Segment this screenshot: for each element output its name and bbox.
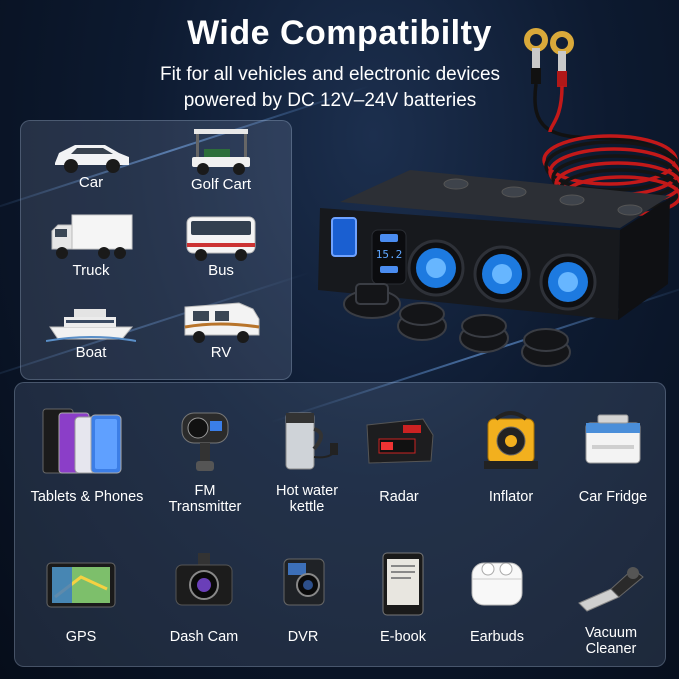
dvr-icon xyxy=(283,558,325,606)
device-label: Inflator xyxy=(488,489,534,505)
bus-icon xyxy=(186,216,256,261)
device-label: Dash Cam xyxy=(169,629,239,645)
vehicle-boat: Boat xyxy=(31,297,151,361)
vacuum-icon xyxy=(578,567,644,612)
car-icon xyxy=(55,145,129,173)
device-earbuds: Earbuds xyxy=(447,549,547,645)
device-radar: Radar xyxy=(349,405,449,505)
vehicles-panel: Car Golf Cart Truck Bus xyxy=(20,120,292,380)
vehicle-truck: Truck xyxy=(31,211,151,279)
car-charger-illustration: 15.2 xyxy=(318,28,679,367)
device-dvr: DVR xyxy=(253,549,353,645)
socket-1 xyxy=(407,239,465,297)
subtitle-line-1: Fit for all vehicles and electronic devi… xyxy=(159,64,501,85)
device-label-line: kettle xyxy=(289,499,325,515)
vehicle-label: Golf Cart xyxy=(190,176,251,193)
device-dash-cam: Dash Cam xyxy=(149,549,259,645)
vehicle-label: Boat xyxy=(75,344,107,361)
vehicle-label: RV xyxy=(210,344,232,361)
voltage-display: 15.2 xyxy=(376,248,403,261)
device-car-fridge: Car Fridge xyxy=(563,405,663,505)
rv-icon xyxy=(184,302,260,343)
ebook-icon xyxy=(382,552,424,616)
subtitle-line-2: powered by DC 12V–24V batteries xyxy=(183,90,477,111)
device-label-line: FM xyxy=(194,483,216,499)
boat-icon xyxy=(46,309,136,342)
page-subtitle: Fit for all vehicles and electronic devi… xyxy=(80,62,580,114)
device-label: Earbuds xyxy=(469,629,524,645)
truck-icon xyxy=(51,214,133,259)
device-label-line: Transmitter xyxy=(168,499,242,515)
radar-icon xyxy=(366,418,434,464)
vehicle-label: Truck xyxy=(72,262,110,279)
device-label: GPS xyxy=(65,629,97,645)
device-label-line: Vacuum xyxy=(584,625,638,641)
golf-cart-icon xyxy=(192,129,250,175)
device-label: Tablets & Phones xyxy=(30,489,144,505)
device-label: E-book xyxy=(380,629,426,645)
earbuds-icon xyxy=(471,562,523,606)
dash-cam-icon xyxy=(175,553,233,606)
device-label: DVR xyxy=(287,629,319,645)
device-label: Car Fridge xyxy=(578,489,648,505)
vehicle-label: Bus xyxy=(208,262,234,279)
socket-2 xyxy=(473,245,531,303)
tablets-phones-icon xyxy=(42,408,122,474)
car-fridge-icon xyxy=(585,414,641,464)
device-label-line: Hot water xyxy=(275,483,339,499)
device-gps: GPS xyxy=(31,549,131,645)
device-label: Radar xyxy=(379,489,419,505)
gps-icon xyxy=(46,562,116,608)
device-ebook: E-book xyxy=(353,549,453,645)
device-tablets-phones: Tablets & Phones xyxy=(21,405,153,505)
kettle-icon xyxy=(285,412,338,470)
vehicle-label: Car xyxy=(78,174,104,191)
vehicle-rv: RV xyxy=(161,297,281,361)
page-title: Wide Compatibilty xyxy=(187,14,492,52)
socket-3 xyxy=(539,253,597,311)
inflator-icon xyxy=(484,411,538,469)
car-charger-product: 15.2 xyxy=(300,20,679,390)
device-label-line: Cleaner xyxy=(585,641,637,657)
fm-transmitter-icon xyxy=(181,412,229,471)
vehicle-bus: Bus xyxy=(161,211,281,279)
vehicle-car: Car xyxy=(31,135,151,191)
device-inflator: Inflator xyxy=(461,405,561,505)
vehicle-golf-cart: Golf Cart xyxy=(161,125,281,193)
